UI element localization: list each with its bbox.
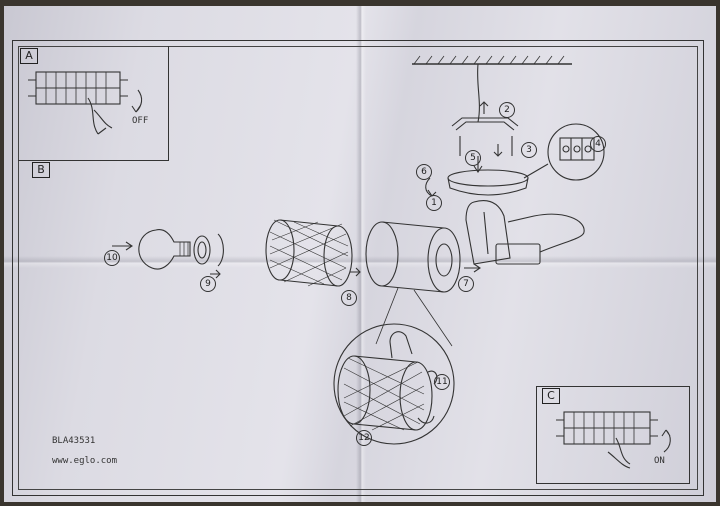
- retaining-ring-icon: [193, 233, 224, 279]
- detail-zoom-icon: [333, 323, 455, 445]
- outer-shade-icon: [365, 221, 461, 293]
- step-3: 3: [521, 142, 537, 158]
- step-11: 11: [434, 374, 450, 390]
- step-9: 9: [200, 276, 216, 292]
- step-5: 5: [465, 150, 481, 166]
- panel-a: [18, 46, 169, 161]
- panel-c-label: C: [542, 388, 560, 404]
- step-10: 10: [104, 250, 120, 266]
- vertical-fold: [356, 6, 366, 502]
- step-8: 8: [341, 290, 357, 306]
- website-url: www.eglo.com: [52, 456, 118, 466]
- mounting-bracket-icon: [451, 101, 519, 157]
- assembly-drawing: [28, 55, 671, 469]
- step-2: 2: [499, 102, 515, 118]
- ceiling-hatch: [412, 55, 572, 123]
- panel-c: [536, 386, 690, 484]
- mesh-cage-icon: [265, 219, 361, 287]
- outer-border: [12, 40, 704, 496]
- off-text: OFF: [132, 116, 149, 126]
- horizontal-fold: [4, 256, 716, 268]
- step-1: 1: [426, 195, 442, 211]
- instruction-sheet: A B C OFF ON BLA43531 www.eglo.com: [4, 6, 716, 502]
- step-6: 6: [416, 164, 432, 180]
- terminal-block-on-icon: [556, 411, 671, 469]
- panel-b-label: B: [32, 162, 50, 178]
- light-bulb-icon: [112, 229, 191, 270]
- step-7: 7: [458, 276, 474, 292]
- on-text: ON: [654, 456, 665, 466]
- terminal-block-off-icon: [28, 71, 143, 135]
- product-code: BLA43531: [52, 436, 96, 446]
- inner-border: [18, 46, 698, 490]
- panel-a-label: A: [20, 48, 38, 64]
- lamp-holder-icon: [464, 200, 585, 273]
- step-4: 4: [590, 136, 606, 152]
- step-12: 12: [356, 430, 372, 446]
